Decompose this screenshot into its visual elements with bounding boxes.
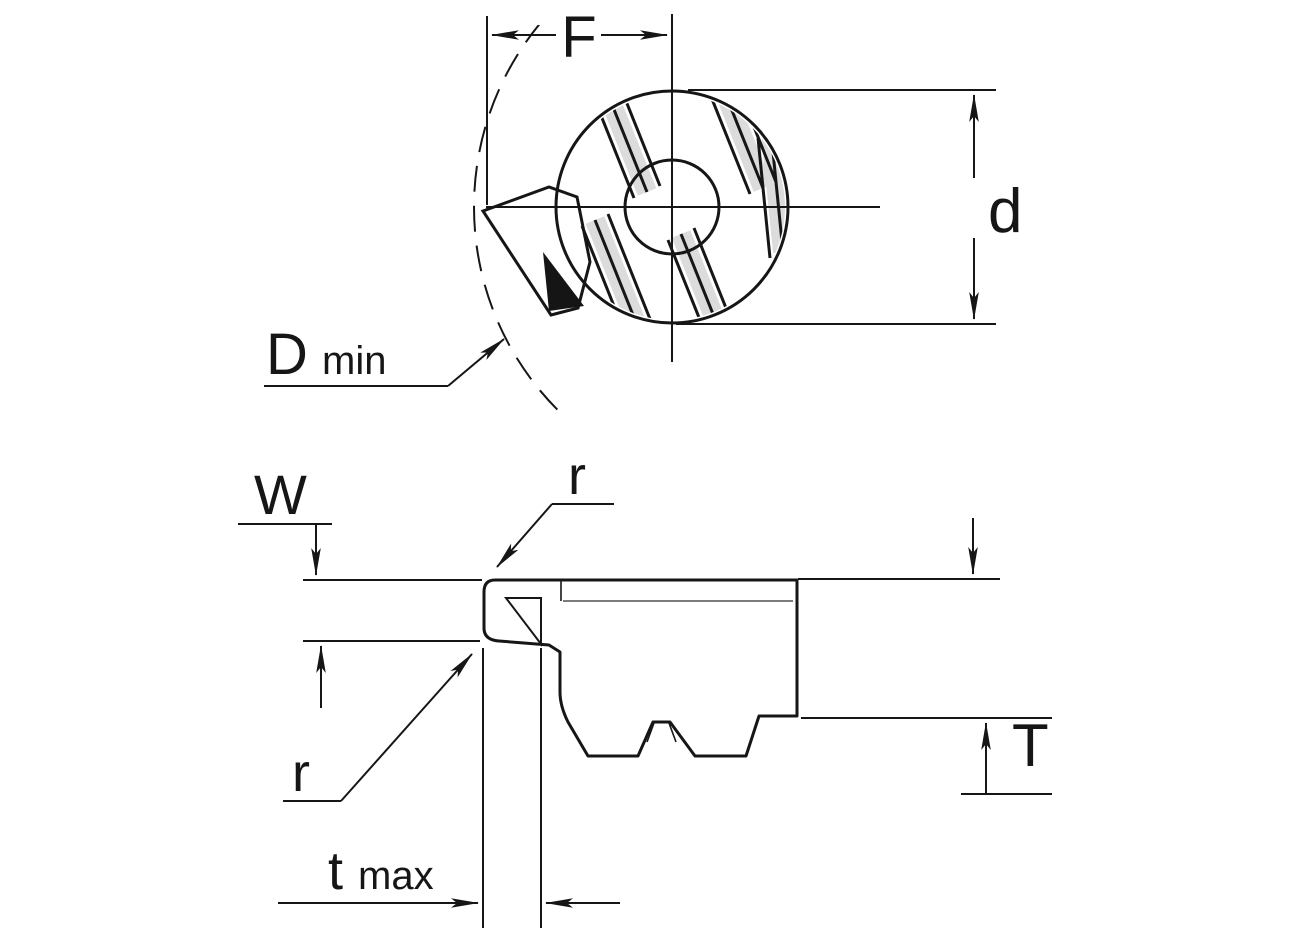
tmax-sub-label: max [358,854,434,898]
dim-r-front: r [283,653,473,803]
tmax-label: t [328,841,343,901]
cutting-tip-shadow-wedge [543,252,584,311]
r-front-label: r [292,743,310,803]
dim-W: W [238,463,482,708]
dmin-label: D [266,322,308,387]
front-relief-notch [503,597,542,647]
w-label: W [254,463,307,526]
top-view: F d D min [264,5,1022,417]
dim-Dmin: D min [264,322,505,387]
insert-profile [482,578,799,758]
grind-mark-line [606,213,658,320]
grind-mark-line [610,94,662,187]
cutting-tip-top-view [480,185,592,317]
drawing-root: F d D min [238,5,1052,928]
d-label: d [988,177,1022,246]
dim-r-top: r [496,446,614,568]
serration-bevel-left [646,722,655,743]
grind-mark-line [700,94,752,195]
T-label: T [1012,712,1049,779]
grind-mark-line [679,233,731,320]
dmin-leader-arrow [447,338,505,387]
grind-mark-line [713,94,765,189]
grind-mark-line [580,225,632,320]
f-label: F [561,5,596,70]
grind-mark-line [692,227,744,320]
serration-bevel-right [668,722,677,743]
dmin-dashed-circle [473,25,567,417]
grind-mark-line [593,219,645,320]
side-view: W r r t max [238,446,1052,928]
dim-t-max: t max [278,648,620,928]
r-front-leader-arrow [340,653,473,802]
grind-mark-line [756,137,772,259]
dim-T: T [798,518,1052,795]
grind-mark-line [666,239,718,320]
dim-F: F [486,5,668,205]
dim-d: d [676,89,1022,325]
r-top-leader-arrow [496,503,553,568]
dmin-sub-label: min [322,339,386,383]
r-top-label: r [568,446,586,506]
